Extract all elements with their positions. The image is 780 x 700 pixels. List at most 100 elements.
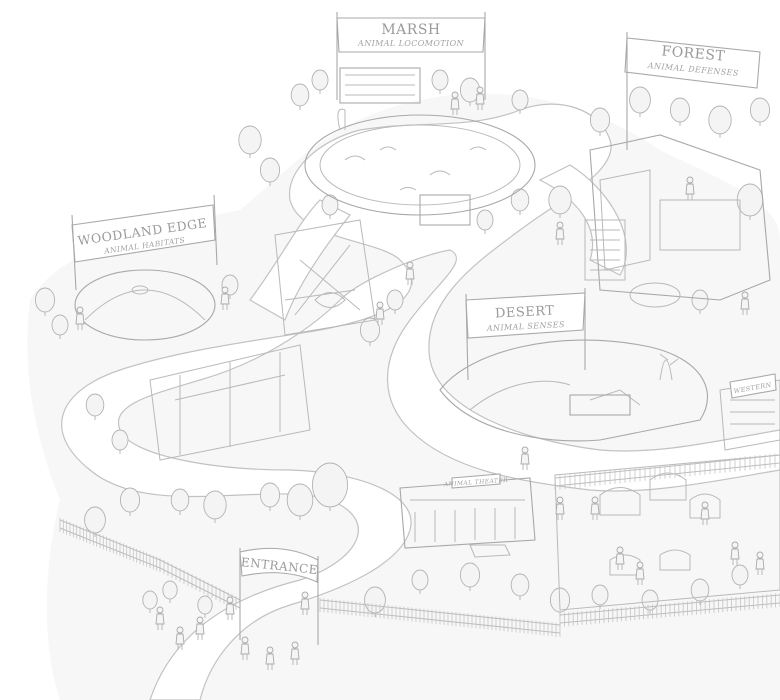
visitor-head xyxy=(196,616,204,624)
tree xyxy=(411,569,429,591)
tree xyxy=(203,490,227,520)
marsh-subtitle: ANIMAL LOCOMOTION xyxy=(357,39,465,48)
tree xyxy=(510,573,530,597)
visitor-head xyxy=(741,291,749,299)
tree xyxy=(197,595,213,615)
visitor-head xyxy=(451,91,459,99)
visitor-body xyxy=(405,268,415,280)
marsh-banner: MARSH ANIMAL LOCOMOTION xyxy=(336,12,486,100)
trees xyxy=(34,69,771,618)
visitor-body xyxy=(615,553,625,565)
tree xyxy=(119,487,141,513)
theater-title: ANIMAL THEATER xyxy=(443,477,509,489)
tree xyxy=(510,188,530,212)
visitor-body xyxy=(685,183,695,195)
tree xyxy=(34,287,56,313)
visitor-head xyxy=(221,286,229,294)
desert-title: DESERT xyxy=(495,303,555,321)
tree xyxy=(669,97,691,123)
visitor-body xyxy=(450,98,460,110)
visitor-head xyxy=(556,221,564,229)
visitor-body xyxy=(755,558,765,570)
visitor-body xyxy=(265,653,275,665)
visitor-head xyxy=(556,496,564,504)
visitor-head xyxy=(406,261,414,269)
visitor-body xyxy=(290,648,300,660)
tree xyxy=(51,314,69,336)
tree xyxy=(111,429,129,451)
visitor-head xyxy=(241,636,249,644)
play-structure xyxy=(149,344,311,461)
visitor-head xyxy=(301,591,309,599)
tree xyxy=(629,86,651,114)
tree xyxy=(591,584,609,606)
fence-rail xyxy=(554,454,780,479)
visitor-body xyxy=(75,313,85,325)
visitor-head xyxy=(636,561,644,569)
tree xyxy=(589,107,611,133)
visitor-body xyxy=(175,633,185,645)
visitor-body xyxy=(300,598,310,610)
visitor-body xyxy=(555,228,565,240)
visitor-head xyxy=(686,176,694,184)
visitor-head xyxy=(731,541,739,549)
visitor-head xyxy=(476,86,484,94)
woodland-edge-banner: WOODLAND EDGE ANIMAL HABITATS xyxy=(71,194,218,291)
visitor-body xyxy=(240,643,250,655)
tree xyxy=(84,506,106,534)
visitor-body xyxy=(555,503,565,515)
tree xyxy=(85,393,105,417)
tree xyxy=(731,564,749,586)
visitor-body xyxy=(195,623,205,635)
visitor-head xyxy=(291,641,299,649)
visitor-body xyxy=(475,93,485,105)
tree xyxy=(259,482,281,508)
marsh-title: MARSH xyxy=(381,22,440,38)
tree xyxy=(708,105,732,135)
forest-title: FOREST xyxy=(661,43,726,65)
tree xyxy=(311,462,349,508)
desert-subtitle: ANIMAL SENSES xyxy=(486,320,566,333)
tree xyxy=(386,289,404,311)
visitor-head xyxy=(521,446,529,454)
tree xyxy=(290,83,310,107)
entrance-gate: ENTRANCE xyxy=(239,547,319,645)
tree xyxy=(238,125,262,155)
tree xyxy=(511,89,529,111)
visitor-head xyxy=(266,646,274,654)
visitor-head xyxy=(226,596,234,604)
visitor-body xyxy=(520,453,530,465)
visitor-body xyxy=(700,508,710,520)
visitor-head xyxy=(76,306,84,314)
tree xyxy=(691,289,709,311)
visitor-body xyxy=(730,548,740,560)
visitor-body xyxy=(375,308,385,320)
tree xyxy=(476,209,494,231)
tree xyxy=(459,562,481,588)
visitor-head xyxy=(591,496,599,504)
visitors xyxy=(75,86,765,670)
tree xyxy=(259,157,281,183)
visitor-body xyxy=(635,568,645,580)
tree xyxy=(548,185,572,215)
tree xyxy=(142,590,158,610)
visitor-head xyxy=(756,551,764,559)
forest-banner: FOREST ANIMAL DEFENSES xyxy=(624,32,761,150)
visitor-body xyxy=(225,603,235,615)
visitor-head xyxy=(701,501,709,509)
visitor-body xyxy=(740,298,750,310)
desert-banner: DESERT ANIMAL SENSES xyxy=(465,288,586,381)
forest-exhibit xyxy=(584,134,780,308)
tree xyxy=(162,580,178,600)
visitor-head xyxy=(156,606,164,614)
visitor-body xyxy=(220,293,230,305)
western-sign: WESTERN xyxy=(729,373,777,399)
marsh-exhibit xyxy=(304,67,536,226)
visitor-body xyxy=(590,503,600,515)
visitor-head xyxy=(616,546,624,554)
theater-sign: ANIMAL THEATER xyxy=(443,473,509,489)
visitor-head xyxy=(176,626,184,634)
tree xyxy=(311,69,329,91)
tree xyxy=(321,194,339,216)
